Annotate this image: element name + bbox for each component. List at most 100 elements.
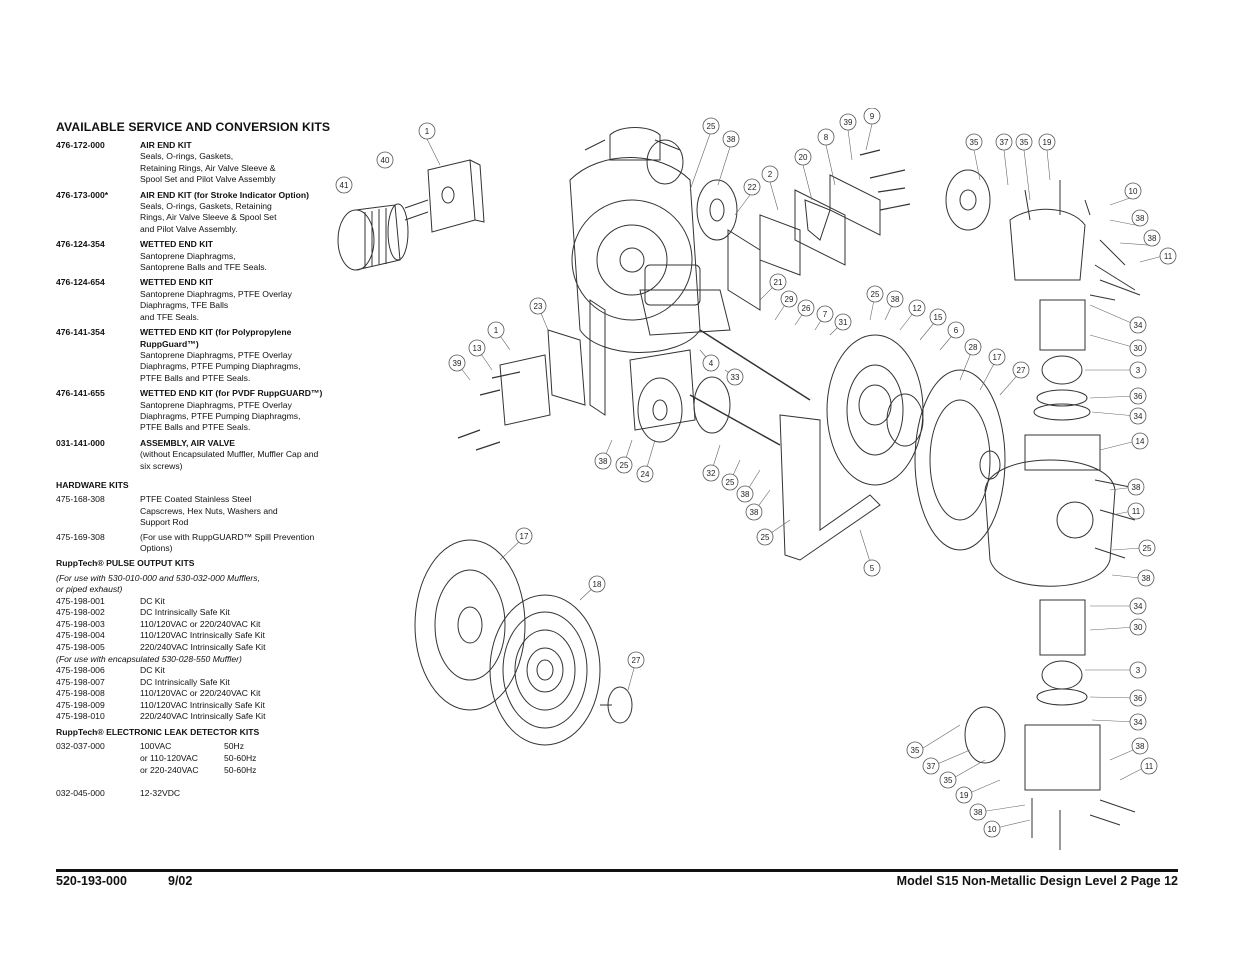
callout-circle [1129,387,1147,405]
section-title: AVAILABLE SERVICE AND CONVERSION KITS [56,120,331,134]
leak-voltage: or 220-240VAC [140,764,199,775]
callout-number: 24 [641,470,650,479]
leak-voltage: 100VAC [140,741,172,752]
kit-row: 476-173-000* AIR END KIT (for Stroke Ind… [56,190,336,236]
kit-name: WETTED END KIT [140,277,214,288]
callout-number: 38 [891,295,900,304]
callout-number: 40 [381,156,390,165]
callout-circle [769,273,787,291]
callout-number: 35 [970,138,979,147]
callout-circle [1129,407,1147,425]
callout-number: 5 [870,564,875,573]
callout-number: 22 [748,183,757,192]
callout-circle [863,108,881,125]
pulse-part-number: 475-198-001 [56,595,105,606]
callout-circle [1015,133,1033,151]
callout-number: 21 [774,278,783,287]
callout-circle [839,113,857,131]
pulse-part-number: 475-198-003 [56,618,105,629]
callout-number: 6 [954,326,959,335]
callout-circle [468,339,486,357]
callout-circle [1129,689,1147,707]
pulse-row: 475-198-003 110/120VAC or 220/240VAC Kit [56,619,336,631]
callout-circle [922,757,940,775]
callout-circle [797,299,815,317]
kit-name: AIR END KIT (for Stroke Indicator Option… [140,189,310,200]
screw-group [457,149,911,451]
callout-circle [1012,361,1030,379]
kit-name: WETTED END KIT (for Polypropylene RuppGu… [140,327,292,349]
pulse-part-number: 475-198-005 [56,642,105,652]
pumping-diaphragm [489,594,601,746]
callout-number: 38 [974,808,983,817]
callout-number: 12 [913,304,922,313]
callout-number: 35 [1020,138,1029,147]
callout-circle [1129,713,1147,731]
callout-circle [721,473,739,491]
leak-frequency: 50-60Hz [224,752,257,763]
callout-number: 37 [927,762,936,771]
kit-part-number: 476-124-654 [56,277,105,288]
kit-description: (without Encapsulated Muffler, Muffler C… [140,449,319,471]
pulse-part-number: 475-198-009 [56,699,105,710]
pulse-description: 110/120VAC or 220/240VAC Kit [140,618,261,629]
air-valve-part [404,159,485,233]
callout-number: 19 [960,791,969,800]
callout-circle [756,528,774,546]
callout-number: 10 [988,825,997,834]
callout-circle [1131,209,1149,227]
callout-circle [1159,247,1177,265]
callout-number: 1 [425,127,430,136]
leak-voltage: 12-32VDC [140,788,181,799]
flange-part [646,139,738,241]
pulse-description: 110/120VAC or 220/240VAC Kit [140,688,261,699]
hardware-part-number: 475-169-308 [56,531,105,542]
callout-circle [627,651,645,669]
callout-circle [817,128,835,146]
callout-number: 8 [824,133,829,142]
callout-number: 38 [727,135,736,144]
revision-date: 9/02 [168,874,193,888]
callout-number: 30 [1134,623,1143,632]
callout-circle [995,133,1013,151]
callout-circle [1129,316,1147,334]
callout-circle [834,313,852,331]
callout-circle [863,559,881,577]
callout-circle [726,368,744,386]
lower-diaphragm [414,539,526,711]
callout-number: 39 [453,359,462,368]
callout-circle [1129,361,1147,379]
callout-number: 23 [534,302,543,311]
callout-circle [983,820,1001,838]
callout-number: 13 [473,344,482,353]
callout-circle [1131,737,1149,755]
kit-description: Santoprene Diaphragms, PTFE Overlay Diap… [140,288,292,322]
callout-circle [529,297,547,315]
mounting-bracket [589,299,881,561]
callout-number: 38 [1132,483,1141,492]
callout-number: 7 [823,310,828,319]
leak-kits-heading: RuppTech® ELECTRONIC LEAK DETECTOR KITS [56,726,260,737]
callout-number: 34 [1134,718,1143,727]
callout-number: 38 [1142,574,1151,583]
callout-number: 34 [1134,602,1143,611]
callout-number: 3 [1136,666,1141,675]
pulse-part-number: 475-198-004 [56,630,105,641]
callout-circle [908,299,926,317]
callout-number: 38 [1148,234,1157,243]
callout-circle [780,290,798,308]
leak-part-number: 032-037-000 [56,741,105,752]
callout-number: 35 [944,776,953,785]
diaphragm-plate [600,686,633,724]
